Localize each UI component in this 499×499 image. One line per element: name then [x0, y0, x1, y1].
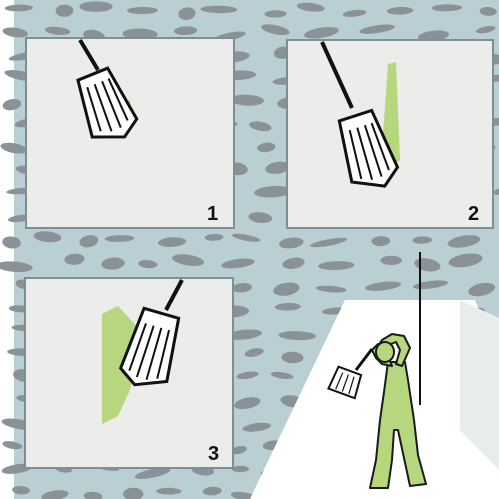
panel-step-3: 3 — [25, 278, 233, 468]
panel-number-3: 3 — [208, 443, 219, 465]
panel-step-2: 2 — [287, 40, 493, 228]
panel-step-1: 1 — [26, 38, 234, 228]
stone — [79, 1, 112, 12]
panel-number-1: 1 — [207, 203, 218, 225]
panel-number-2: 2 — [468, 203, 479, 225]
panel-1-frame — [26, 38, 234, 228]
